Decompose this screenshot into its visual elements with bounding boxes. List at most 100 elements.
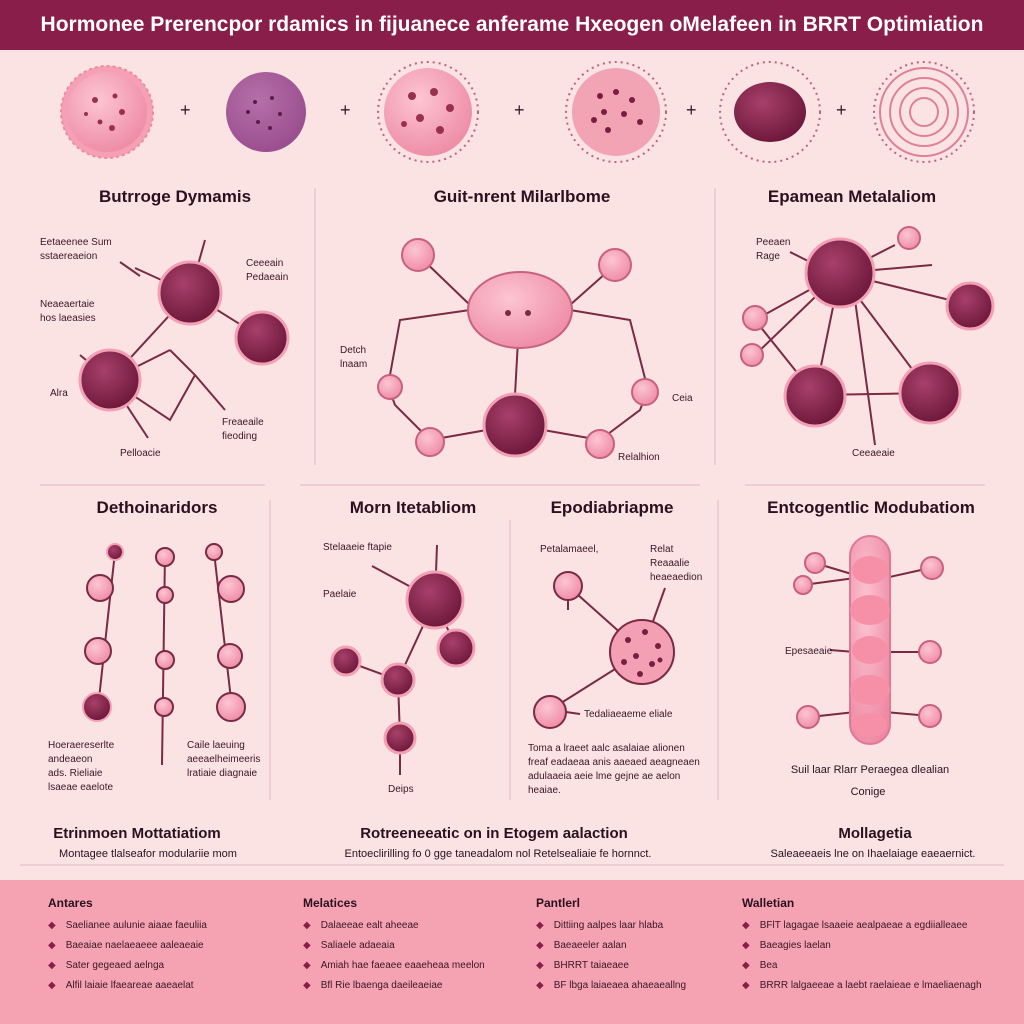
- footer-col-3-title: Pantlerl: [536, 896, 581, 910]
- panel2-node-2: [598, 248, 632, 282]
- panel3-label-1: Peeaen Rage: [756, 237, 791, 262]
- panel1-label-5: Freaeaile fieoding: [222, 417, 264, 442]
- footer-col-1-item: Alfil laiaie lfaeareae aaeaelat: [48, 976, 278, 996]
- panel4-label-2: Caile laeuing aeeaelheimeeris lratiaie d…: [187, 740, 261, 779]
- panel5-cell-c: [330, 645, 362, 677]
- footer-col-1-item: Baeaiae naelaeaeee aaleaeaie: [48, 936, 278, 956]
- footer-col-3-item: BF lbga laiaeaea ahaeaeallng: [536, 976, 766, 996]
- panel1-cell-c: [78, 348, 142, 412]
- panel7-note3: Mollagetia: [838, 825, 912, 842]
- panel7-node-6: [918, 704, 942, 728]
- panel5-cell-e: [383, 721, 417, 755]
- panel4-node-1: [106, 543, 124, 561]
- panel2-microbiome-cell: [467, 271, 573, 349]
- panel7-node-5: [796, 705, 820, 729]
- footer-col-4-item: BRRR lalgaeeae a laebt raelaieae e lmael…: [742, 976, 982, 991]
- footer-col-4-item: Baeagies laelan: [742, 936, 1012, 956]
- panel1-cell-a: [157, 260, 223, 326]
- panel6-text: Toma a lraeet aalc asalaiae alionen frea…: [528, 743, 700, 796]
- footer-col-3: Pantlerl Dittiing aalpes laar hlaba Baea…: [536, 896, 766, 996]
- panel3-cell-d: [898, 361, 962, 425]
- sep-5: +: [836, 100, 847, 120]
- top-cell-1: [60, 65, 154, 159]
- footer-col-4-item: BFlT lagagae lsaaeie aealpaeae a egdiial…: [742, 916, 1012, 936]
- diagram-canvas: [20, 61, 1004, 866]
- panel5-cell-a: [405, 570, 465, 630]
- panel4-label-1: Hoeraereserlte andeaeon ads. Rieliaie ls…: [48, 740, 115, 793]
- panel4-node-4: [82, 692, 112, 722]
- panel2-label-2: Ceia: [672, 393, 693, 404]
- panel7-node-4: [918, 640, 942, 664]
- panel4-note: Etrinmoen Mottatiatiom: [53, 825, 221, 842]
- panel1-label-6: Pelloacie: [120, 448, 161, 459]
- footer-col-3-item: Baeaeeler aalan: [536, 936, 766, 956]
- panel7-note3-sub: Saleaeeaeis lne on Ihaelaiage eaeaernict…: [770, 848, 976, 860]
- top-cell-4: [565, 61, 667, 163]
- panel2-eye-r: [525, 310, 531, 316]
- footer-col-4-item: Bea: [742, 956, 1012, 976]
- panel4-node-8: [154, 697, 174, 717]
- panel6-label-2: Relat Reaaalie heaeaedion: [650, 544, 703, 583]
- sep-1: +: [180, 100, 191, 120]
- panel4-node-2: [86, 574, 114, 602]
- footer-col-2-item: Bfl Rie lbaenga daeileaeiae: [303, 976, 533, 996]
- panel4-node-7: [155, 650, 175, 670]
- footer-col-1-title: Antares: [48, 896, 93, 910]
- footer-col-2: Melatices Dalaeeae ealt aheeae Saliaele …: [303, 896, 533, 996]
- panel7-note2: Conige: [850, 786, 886, 798]
- panel7-note: Suil laar Rlarr Peraegea dlealian: [790, 764, 950, 776]
- panel4-title: Dethoinaridors: [96, 498, 218, 517]
- sep-3: +: [514, 100, 525, 120]
- panel1-label-3: Neaeaertaie hos laeasies: [40, 299, 96, 324]
- panel3-cell-a: [804, 237, 876, 309]
- panel2-node-4: [631, 378, 659, 406]
- panel4-node-6: [156, 586, 174, 604]
- panel3-label-2: Ceeaeaie: [852, 448, 895, 459]
- footer-col-1-item: Saelianee aulunie aiaae faeuliia: [48, 916, 278, 936]
- panel6-cell: [609, 619, 675, 685]
- panel5-label-2: Paelaie: [323, 589, 357, 600]
- top-cell-5: [719, 61, 821, 163]
- panel6-label-1: Petalamaeel,: [540, 544, 599, 555]
- panel2-label-3: Relalhion: [618, 452, 660, 463]
- panel3-title: Epamean Metalaliom: [767, 187, 937, 206]
- top-cell-2: [226, 72, 306, 152]
- panel2-node-7: [585, 429, 615, 459]
- footer-col-4: Walletian BFlT lagagae lsaaeie aealpaeae…: [742, 896, 1012, 991]
- panel6-label-3: Tedaliaeaeme eliale: [584, 709, 673, 720]
- panel5-note: Rotreeneeatic on in Etogem aalaction: [360, 825, 628, 842]
- panel2-title: Guit-nrent Milarlbome: [433, 187, 611, 206]
- panel6-node-1: [553, 571, 583, 601]
- footer-col-2-item: Saliaele adaeaia: [303, 936, 533, 956]
- sep-4: +: [686, 100, 697, 120]
- footer-col-4-title: Walletian: [742, 896, 795, 910]
- footer-col-2-item: Dalaeeae ealt aheeae: [303, 916, 533, 936]
- panel6-node-2: [533, 695, 567, 729]
- panel7-title: Entcogentlic Modubatiom: [767, 498, 975, 517]
- panel5-cell-d: [380, 662, 416, 698]
- panel5-note-sub: Entoeclirilling fo 0 gge taneadalom nol …: [344, 848, 652, 860]
- panel1-label-1: Eetaeenee Sum sstaereaeion: [40, 237, 112, 262]
- footer-col-3-item: BHRRT taiaeaee: [536, 956, 766, 976]
- panel7-node-1: [804, 552, 826, 574]
- panel2-eye-l: [505, 310, 511, 316]
- footer-col-2-item: Amiah hae faeaee eaaeheaa meelon: [303, 956, 533, 976]
- panel5-title: Morn Itetabliom: [349, 498, 477, 517]
- panel6-title: Epodiabriapme: [550, 498, 674, 517]
- panel4-node-5: [155, 547, 175, 567]
- panel5-label-1: Stelaaeie ftapie: [323, 542, 392, 553]
- panel3-node-2: [742, 305, 768, 331]
- footer-col-1-item: Sater gegeaed aelnga: [48, 956, 278, 976]
- panel5-label-3: Deips: [388, 784, 414, 795]
- footer-col-1: Antares Saelianee aulunie aiaae faeuliia…: [48, 896, 278, 996]
- panel2-node-6: [415, 427, 445, 457]
- panel1-label-2: Ceeeain Pedaeain: [246, 258, 289, 283]
- sep-2: +: [340, 100, 351, 120]
- panel2-node-1: [401, 238, 435, 272]
- panel3-cell-b: [945, 281, 995, 331]
- panel3-node-1: [897, 226, 921, 250]
- top-cell-3: [377, 61, 479, 163]
- panel3-node-3: [740, 343, 764, 367]
- panel4-node-3: [84, 637, 112, 665]
- panel4-note-sub: Montagee tlalseafor modulariie mom: [59, 848, 237, 860]
